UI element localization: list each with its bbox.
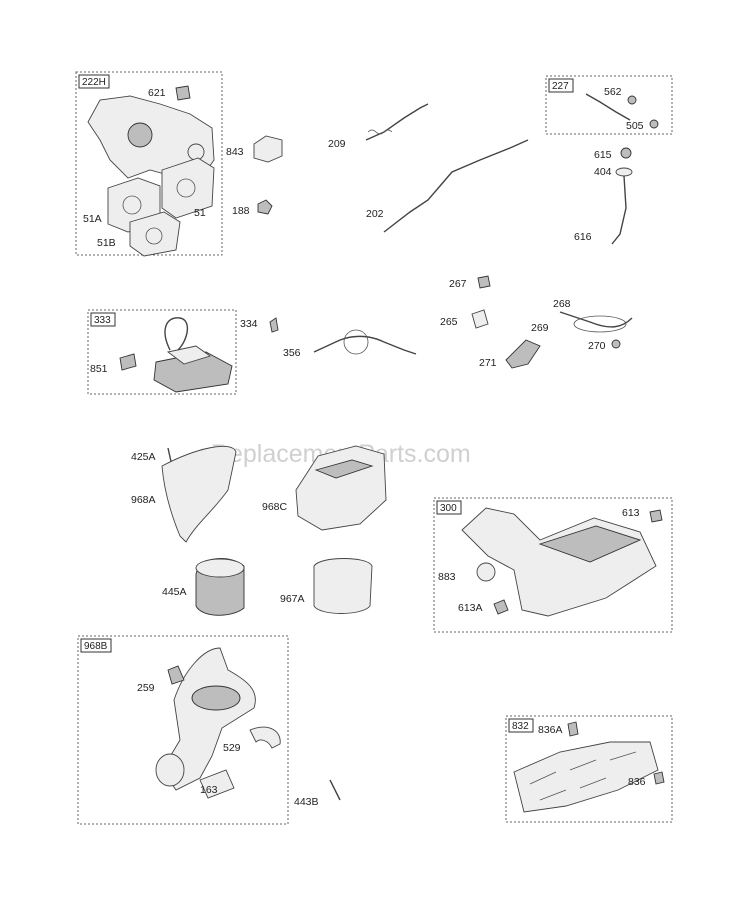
label-188: 188	[232, 205, 250, 217]
label-404: 404	[594, 166, 612, 178]
label-613: 613	[622, 507, 640, 519]
group-333: 333 851	[87, 309, 237, 395]
carburetor-bore	[127, 122, 153, 148]
group-label-227: 227	[552, 81, 569, 92]
carburetor-port	[187, 143, 205, 161]
part-613a-shape[interactable]	[493, 599, 509, 615]
label-334: 334	[240, 318, 258, 330]
label-529: 529	[223, 742, 241, 754]
label-271: 271	[479, 357, 497, 369]
label-265: 265	[440, 316, 458, 328]
part-227-shape[interactable]	[585, 93, 631, 121]
part-843-shape[interactable]	[253, 135, 283, 163]
label-268: 268	[553, 298, 571, 310]
part-621-shape[interactable]	[175, 85, 191, 101]
part-529-shape[interactable]	[249, 726, 281, 749]
label-967a: 967A	[280, 593, 305, 605]
label-562: 562	[604, 86, 622, 98]
muffler-part[interactable]	[461, 507, 657, 617]
part-836a-shape[interactable]	[567, 721, 579, 737]
label-505: 505	[626, 120, 644, 132]
label-843: 843	[226, 146, 244, 158]
part-163-shape[interactable]	[199, 769, 235, 799]
label-851: 851	[90, 363, 108, 375]
group-222h: 222H 621 51A 51 51B	[75, 71, 223, 257]
label-269: 269	[531, 322, 549, 334]
label-445a: 445A	[162, 586, 187, 598]
label-267: 267	[449, 278, 467, 290]
group-832: 832 836A 836	[505, 715, 673, 823]
label-259: 259	[137, 682, 155, 694]
label-270: 270	[588, 340, 606, 352]
gasket-883[interactable]	[476, 562, 496, 582]
part-270-shape[interactable]	[611, 339, 621, 349]
part-209-shape[interactable]	[365, 103, 429, 141]
part-505-shape[interactable]	[649, 119, 659, 129]
label-209: 209	[328, 138, 346, 150]
label-615: 615	[594, 149, 612, 161]
part-615-shape[interactable]	[620, 147, 632, 159]
part-404-shape[interactable]	[615, 167, 633, 177]
group-label-300: 300	[440, 503, 457, 514]
part-968a-shape[interactable]	[161, 445, 237, 543]
label-202: 202	[366, 208, 384, 220]
label-836a: 836A	[538, 724, 563, 736]
label-163: 163	[200, 784, 218, 796]
group-968b: 968B 259 529 163	[77, 635, 289, 825]
label-356: 356	[283, 347, 301, 359]
group-label-333: 333	[94, 315, 111, 326]
ignition-coil-part[interactable]	[153, 351, 233, 393]
group-label-222h: 222H	[82, 77, 106, 88]
label-613a: 613A	[458, 602, 483, 614]
part-443b-shape[interactable]	[329, 779, 341, 801]
part-562-shape[interactable]	[627, 95, 637, 105]
label-621: 621	[148, 87, 166, 99]
part-613-shape[interactable]	[649, 509, 663, 523]
part-851-shape[interactable]	[119, 353, 137, 371]
label-51: 51	[194, 207, 206, 219]
part-188-shape[interactable]	[257, 199, 273, 215]
part-202-shape[interactable]	[383, 139, 529, 233]
label-616: 616	[574, 231, 592, 243]
label-425a: 425A	[131, 451, 156, 463]
part-616-shape[interactable]	[611, 175, 627, 245]
air-cleaner-base-part[interactable]	[161, 647, 256, 791]
label-883: 883	[438, 571, 456, 583]
group-label-968b: 968B	[84, 641, 108, 652]
part-967a-shape[interactable]	[313, 558, 373, 614]
gasket-51b[interactable]	[129, 211, 181, 257]
part-334-shape[interactable]	[269, 317, 279, 333]
label-51a: 51A	[83, 213, 102, 225]
part-259-shape[interactable]	[167, 665, 185, 685]
label-51b: 51B	[97, 237, 116, 249]
part-268-shape[interactable]	[559, 311, 633, 328]
group-label-832: 832	[512, 721, 529, 732]
gasket-51[interactable]	[161, 157, 215, 219]
label-968a: 968A	[131, 494, 156, 506]
label-443b: 443B	[294, 796, 319, 808]
part-836-shape[interactable]	[653, 771, 665, 785]
part-271-shape[interactable]	[505, 339, 541, 369]
part-265-shape[interactable]	[471, 309, 489, 329]
part-356-shape[interactable]	[313, 335, 417, 355]
group-300: 300 613 883 613A	[433, 497, 673, 633]
group-227: 227 562 505	[545, 75, 673, 135]
part-267-shape[interactable]	[477, 275, 491, 289]
label-968c: 968C	[262, 501, 288, 513]
muffler-guard-part[interactable]	[513, 741, 659, 813]
label-836: 836	[628, 776, 646, 788]
